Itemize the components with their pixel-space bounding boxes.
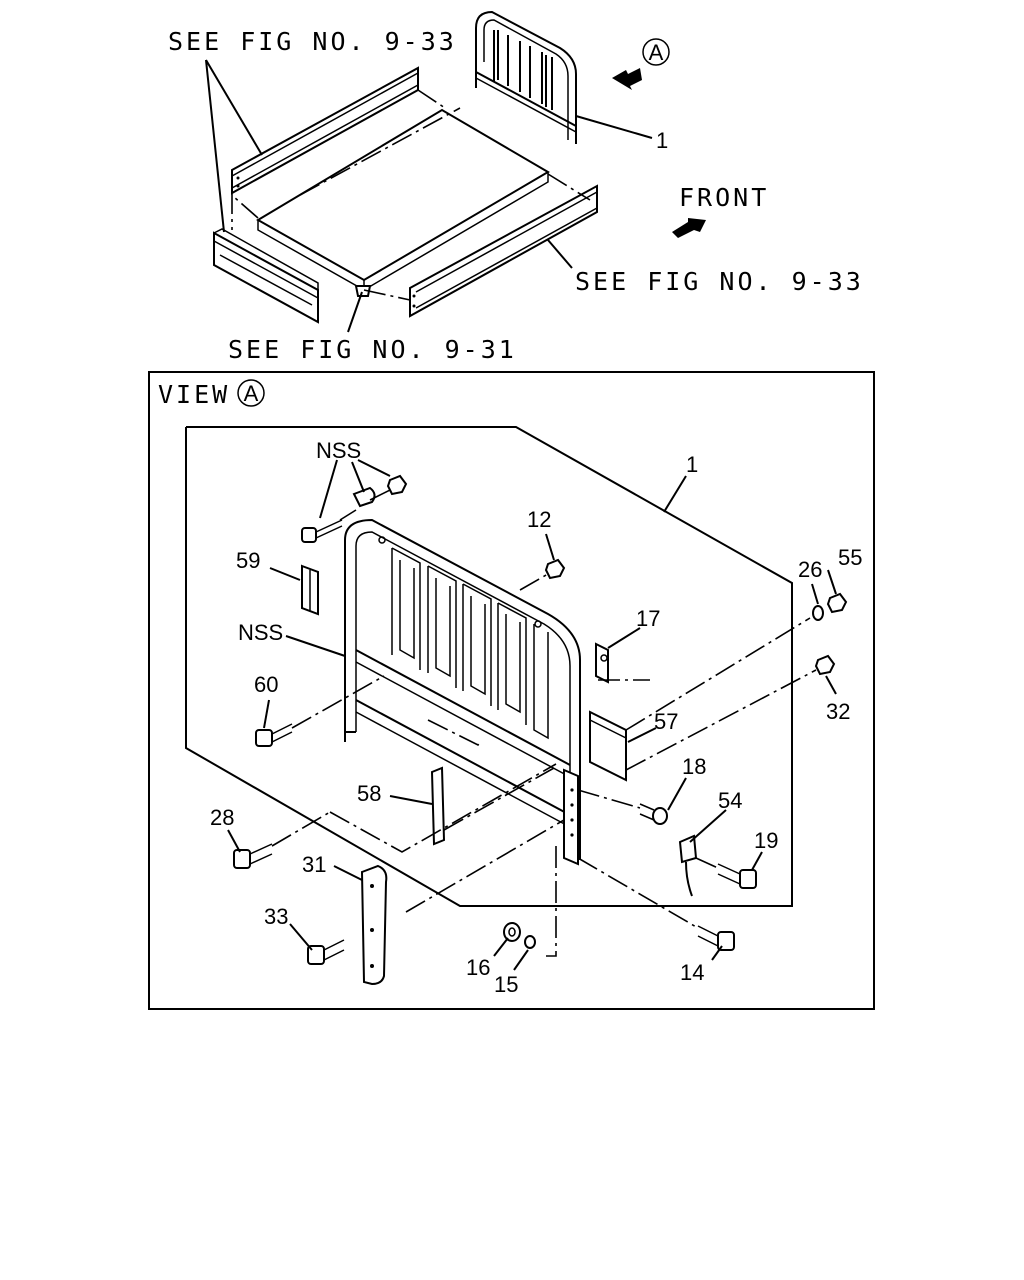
view-a-marker: A [612,38,670,90]
bolt-19 [717,863,757,889]
callout-17: 17 [636,606,660,631]
side-gate-left-rear [231,66,419,195]
callout-14: 14 [680,960,704,985]
bolt-nss [301,519,343,543]
callout-1-overview: 1 [656,128,668,153]
headboard-frame [344,518,581,866]
view-a-border [148,371,875,1010]
nss-nut [386,474,408,496]
view-a-panel: VIEW A [148,371,875,1010]
part-59-bracket [301,564,319,616]
view-marker: A [244,381,259,406]
view-title: VIEW [158,380,230,409]
part-31-bracket [360,864,388,986]
washer-26 [812,605,824,621]
callout-15: 15 [494,972,518,997]
nut-55 [826,592,848,614]
nut-32 [814,654,836,676]
callout-18: 18 [682,754,706,779]
callout-59: 59 [236,548,260,573]
callout-1: 1 [686,452,698,477]
callout-nss-left: NSS [238,620,283,645]
nut-16 [503,922,521,942]
front-arrow [672,218,706,238]
washer-15 [524,935,536,949]
part-57-plate [589,710,627,782]
side-gate-right [409,184,598,318]
callout-55: 55 [838,545,862,570]
callout-60: 60 [254,672,278,697]
callout-19: 19 [754,828,778,853]
callout-54: 54 [718,788,742,813]
assembly-boundary [185,426,793,907]
callout-nss-top: NSS [316,438,361,463]
nss-clip [352,486,376,508]
callout-28: 28 [210,805,234,830]
part-17-bracket [595,642,609,684]
nut-12 [544,558,566,580]
front-label: FRONT [679,183,769,212]
bolt-14 [697,925,735,951]
view-direction-arrow [612,68,642,90]
part-54-latch [678,834,698,897]
callout-31: 31 [302,852,326,877]
ref-floor: SEE FIG NO. 9-31 [228,335,517,364]
headboard-guard-overview [475,10,577,144]
callout-32: 32 [826,699,850,724]
ref-side-gate-left: SEE FIG NO. 9-33 [168,27,457,56]
callout-16: 16 [466,955,490,980]
callout-33: 33 [264,904,288,929]
bolt-33 [307,939,345,965]
part-58-strip [430,766,446,846]
svg-text:A: A [649,40,664,65]
overview-assembly: A 1 FRONT SEE FIG NO. 9-33 SEE FIG NO. 9… [168,10,864,364]
callout-26: 26 [798,557,822,582]
bolt-60 [255,723,293,747]
callout-58: 58 [357,781,381,806]
callout-12: 12 [527,507,551,532]
ref-side-gate-right: SEE FIG NO. 9-33 [575,267,864,296]
bolt-28 [233,843,273,869]
callout-57: 57 [654,709,678,734]
side-gate-left-front [213,228,319,324]
bolt-18 [639,803,668,825]
